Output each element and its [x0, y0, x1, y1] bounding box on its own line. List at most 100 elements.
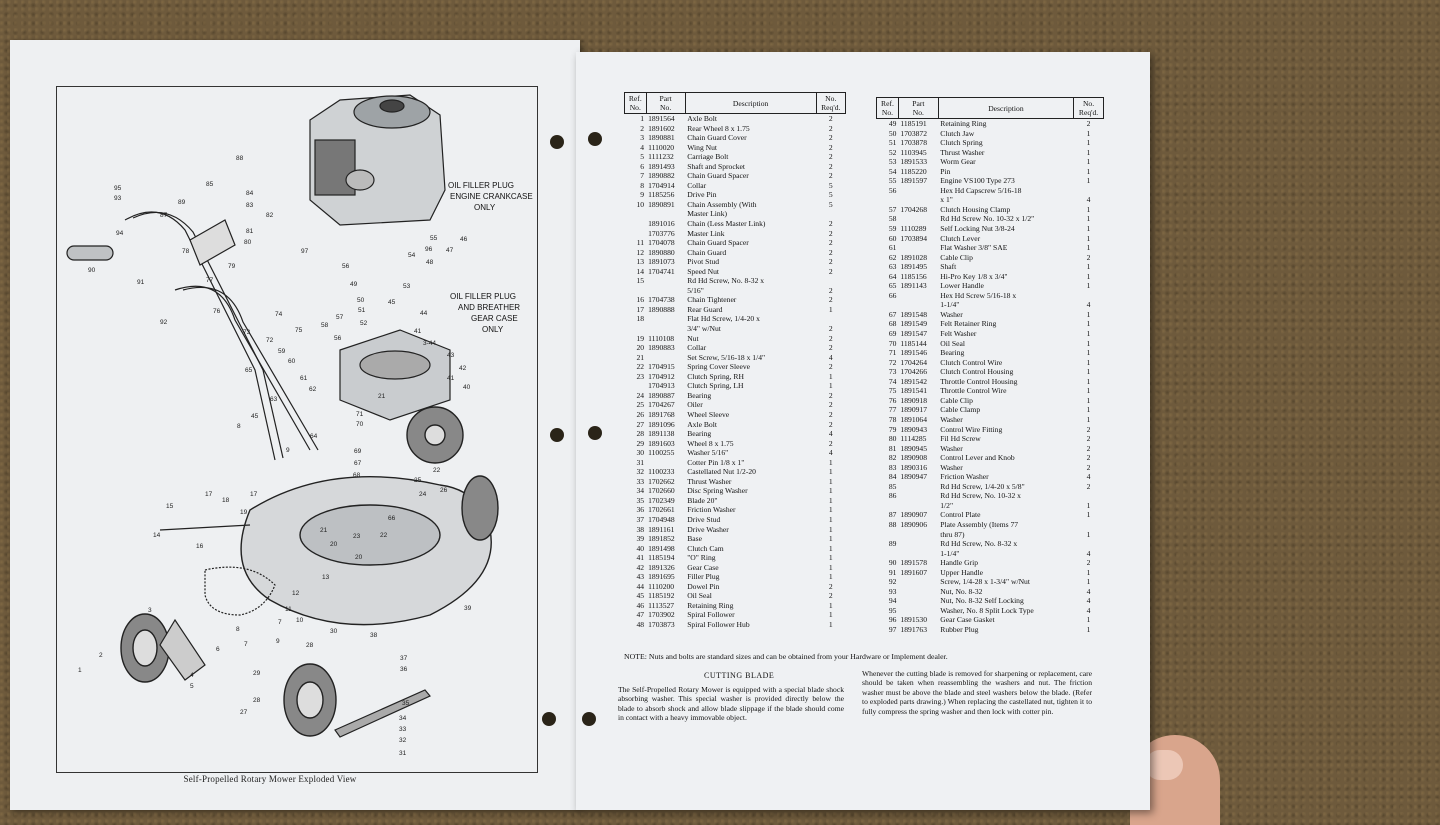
quantity: 1 — [1086, 204, 1091, 214]
label-78: 78 — [182, 248, 190, 255]
part-number: 1891498 — [648, 543, 675, 553]
label-30: 30 — [330, 628, 338, 635]
label-77: 77 — [206, 277, 214, 284]
ref-number — [877, 530, 899, 540]
label-59: 59 — [278, 348, 286, 355]
description: Flat Washer 3/8" SAE — [940, 243, 1008, 253]
part-number: 1185156 — [900, 271, 927, 281]
ref-number: 66 — [888, 290, 897, 300]
part-number: 1185191 — [900, 119, 927, 128]
table-header-row: Ref. No. Part No. Description No. Req'd. — [876, 97, 1104, 119]
quantity: 1 — [1086, 577, 1091, 587]
description: Washer, No. 8 Split Lock Type — [940, 605, 1034, 615]
label-88: 88 — [236, 155, 244, 162]
part-number: 1890947 — [900, 472, 927, 482]
mower-base-drawing — [240, 475, 499, 626]
ref-number: 63 — [888, 262, 897, 272]
header-part: Part No. — [645, 92, 686, 114]
label-38: 38 — [370, 632, 378, 639]
quantity: 2 — [828, 257, 833, 267]
label-52: 52 — [360, 320, 368, 327]
description: Engine VS100 Type 273 — [940, 176, 1015, 186]
part-number: 1891096 — [648, 419, 675, 429]
label-90: 90 — [88, 267, 96, 274]
label-16: 16 — [196, 543, 204, 550]
description: Thrust Washer — [687, 476, 732, 486]
table-row: 1/2"1 — [877, 501, 1104, 511]
description: Cotter Pin 1/8 x 1" — [687, 457, 745, 467]
header-qty: No. Req'd. — [815, 92, 847, 114]
quantity: 4 — [828, 352, 833, 362]
label-60: 60 — [288, 358, 296, 365]
ref-number: 31 — [636, 457, 645, 467]
label-64: 64 — [310, 433, 318, 440]
description: Thrust Washer — [940, 147, 985, 157]
label-51: 51 — [358, 307, 366, 314]
ref-number: 57 — [888, 204, 897, 214]
callout-crankcase-line1: OIL FILLER PLUG — [448, 181, 514, 190]
part-number: 1890881 — [648, 133, 675, 143]
ref-number: 70 — [888, 338, 897, 348]
quantity: 1 — [1086, 367, 1091, 377]
handle-drawing — [66, 211, 319, 461]
part-number: 1110200 — [648, 581, 675, 591]
description: Speed Nut — [687, 266, 720, 276]
ref-number: 43 — [636, 572, 645, 582]
ref-number: 97 — [888, 624, 897, 634]
label-9-b: 9 — [276, 638, 280, 645]
ref-number: 93 — [888, 586, 897, 596]
description: Handle Grip — [940, 558, 978, 568]
quantity: 2 — [828, 591, 833, 601]
description: Felt Retainer Ring — [940, 319, 997, 329]
part-number — [898, 539, 938, 549]
part-number: 1704948 — [648, 514, 675, 524]
label-10: 10 — [296, 617, 304, 624]
quantity: 1 — [1086, 500, 1091, 510]
part-number: 1891607 — [900, 567, 927, 577]
part-number: 1891547 — [900, 329, 927, 339]
description: Castellated Nut 1/2-20 — [687, 467, 756, 477]
label-40: 40 — [463, 384, 471, 391]
diagram-caption: Self-Propelled Rotary Mower Exploded Vie… — [183, 774, 357, 784]
ref-number — [625, 381, 647, 391]
label-61: 61 — [300, 375, 308, 382]
quantity: 1 — [1086, 224, 1091, 234]
ref-number: 91 — [888, 567, 897, 577]
quantity: 2 — [1086, 443, 1091, 453]
description: Axle Bolt — [687, 114, 717, 123]
description: Washer — [940, 462, 963, 472]
label-17: 17 — [250, 491, 258, 498]
description: Set Screw, 5/16-18 x 1/4" — [687, 352, 766, 362]
label-6: 6 — [216, 646, 220, 653]
ref-number: 9 — [640, 190, 645, 200]
description: Pivot Stud — [687, 257, 720, 267]
quantity: 2 — [1086, 481, 1091, 491]
description: Disc Spring Washer — [687, 486, 748, 496]
ref-number: 15 — [636, 276, 645, 286]
description: Washer 5/16" — [687, 448, 729, 458]
label-37: 37 — [400, 655, 408, 662]
ref-number — [625, 219, 647, 229]
part-number — [646, 458, 685, 468]
part-number — [898, 606, 938, 616]
part-number: 1891143 — [900, 281, 927, 291]
ref-number: 44 — [636, 581, 645, 591]
part-number — [646, 324, 685, 334]
part-number — [898, 291, 938, 301]
label-93: 93 — [114, 195, 122, 202]
part-number: 1890316 — [900, 462, 927, 472]
description: 1-1/4" — [940, 300, 960, 310]
label-75: 75 — [295, 327, 303, 334]
